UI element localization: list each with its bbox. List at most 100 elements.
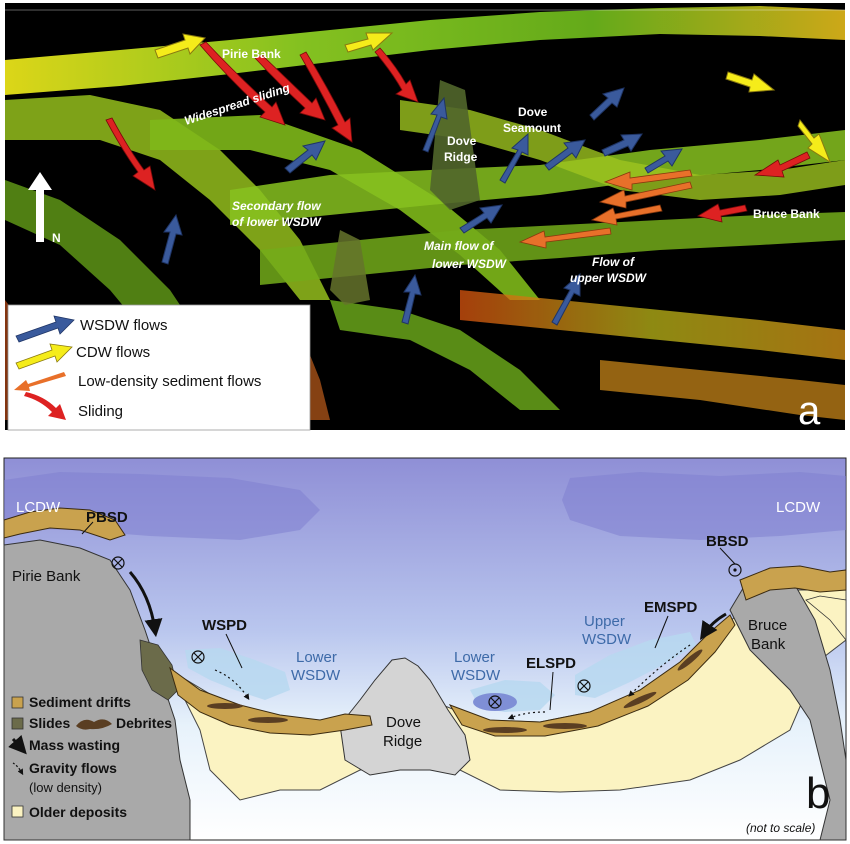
sliding-arrow	[374, 47, 419, 103]
sliding-arrow	[105, 117, 156, 191]
rock-dove-ridge	[339, 657, 471, 776]
label-elspd: ELSPD	[526, 655, 576, 672]
legend-older-deposits-swatch	[11, 805, 24, 818]
not-to-scale-label: (not to scale)	[746, 821, 815, 835]
legend-gravity-flows-icon	[12, 762, 24, 776]
wsdw-arrow	[589, 87, 625, 121]
legend-wsdw-icon	[15, 315, 75, 343]
legend-mass-wasting-label: Mass wasting	[29, 737, 120, 753]
debrite	[207, 703, 243, 709]
legend-slides-label: Slides	[29, 715, 70, 731]
panel-b-letter: b	[806, 769, 830, 818]
label-bruce-bank-b-2: Bank	[751, 636, 786, 653]
lowdensity-arrow	[603, 169, 693, 191]
legend-gravity-flows-sub: (low density)	[29, 780, 102, 795]
lowdensity-arrow	[598, 181, 693, 209]
drift-bbsd	[739, 565, 847, 601]
debrite	[483, 727, 527, 733]
label-emspd: EMSPD	[644, 599, 698, 616]
lowdensity-arrows	[518, 169, 693, 249]
legend-older-deposits-label: Older deposits	[29, 804, 127, 820]
drift-wspd	[169, 666, 373, 736]
sliding-arrow	[299, 51, 353, 143]
panel-b-labels: LCDW LCDW PBSD Pirie Bank WSPD Lower WSD…	[12, 499, 821, 750]
leader-pbsd	[81, 521, 94, 535]
label-flow-upper-2: upper WSDW	[570, 271, 648, 285]
cdw-arrows	[154, 32, 832, 164]
drift-pbsd	[3, 507, 126, 541]
mass-wasting-arrow-right	[700, 612, 727, 640]
label-lower-wsdw-left-2: WSDW	[291, 667, 341, 684]
debrite	[543, 723, 587, 729]
label-lcdw-left: LCDW	[16, 499, 61, 516]
flow-symbol	[191, 650, 205, 664]
legend-lowdensity-icon	[14, 372, 66, 391]
leader-wspd	[225, 633, 243, 669]
slide-left	[139, 639, 179, 701]
flow-symbol	[111, 556, 125, 570]
label-pirie-bank-a: Pirie Bank	[222, 47, 281, 61]
label-wspd: WSPD	[202, 617, 247, 634]
label-flow-upper-1: Flow of	[592, 255, 635, 269]
debrites	[207, 649, 703, 733]
label-dove-ridge-b-1: Dove	[386, 714, 421, 731]
sliding-arrow	[696, 203, 748, 223]
debrite	[623, 691, 657, 709]
legend-debrites-icon	[76, 719, 112, 730]
flow-symbol	[488, 695, 502, 709]
legend-mass-wasting-icon	[8, 734, 27, 755]
legend-gravity-flows-label: Gravity flows	[29, 760, 117, 776]
panel-a-letter: a	[798, 389, 821, 433]
label-dove-ridge-a-2: Ridge	[444, 150, 478, 164]
label-upper-wsdw-1: Upper	[584, 613, 625, 630]
label-dove-ridge-b-2: Ridge	[383, 733, 422, 750]
drift-elspd	[448, 614, 736, 737]
label-bruce-bank-a: Bruce Bank	[753, 207, 820, 221]
north-arrow: N	[28, 172, 61, 245]
debrite	[677, 649, 703, 671]
legend-sediment-drifts-label: Sediment drifts	[29, 694, 131, 710]
label-dove-ridge-a-1: Dove	[447, 134, 477, 148]
cdw-arrow	[344, 32, 394, 53]
flow-into-page-symbols	[111, 556, 591, 709]
lcdw-cloud-right	[562, 472, 846, 540]
sliding-arrows	[105, 41, 811, 223]
legend-sediment-drifts-swatch	[11, 696, 24, 709]
wsdw-arrow	[422, 96, 448, 153]
sliding-arrow	[254, 54, 326, 121]
panel-a: N Pirie Bank Widespread sliding Dove Rid…	[5, 3, 845, 433]
legend-lowdensity-label: Low-density sediment flows	[78, 373, 261, 390]
wsdw-arrow	[544, 139, 586, 171]
leader-emspd	[654, 615, 669, 649]
legend-b: Sediment drifts Slides Debrites Mass was…	[8, 694, 172, 820]
panel-b: LCDW LCDW PBSD Pirie Bank WSPD Lower WSD…	[3, 457, 847, 841]
wsdw-arrow	[499, 132, 529, 184]
legend-sliding-icon	[24, 392, 66, 420]
legend-slides-swatch	[11, 717, 24, 730]
legend-wsdw-label: WSDW flows	[80, 317, 168, 334]
wsdw-arrow	[644, 148, 683, 174]
mass-wasting-arrow-left	[128, 571, 163, 638]
wsdw-arrows	[161, 87, 683, 326]
leader-bbsd	[719, 547, 736, 565]
label-secondary-flow-2: of lower WSDW	[232, 215, 322, 229]
cdw-arrow	[154, 33, 206, 59]
lowdensity-arrow	[518, 227, 612, 249]
rock-bruce-bank-inner	[805, 595, 847, 642]
label-bbsd: BBSD	[706, 533, 749, 550]
sliding-arrow	[199, 41, 286, 126]
wsdw-arrow	[401, 273, 422, 325]
label-lower-wsdw-right-1: Lower	[454, 649, 495, 666]
label-secondary-flow-1: Secondary flow	[232, 199, 321, 213]
wsdw-arrow	[161, 213, 183, 265]
label-lower-wsdw-left-1: Lower	[296, 649, 337, 666]
gravity-flow-left	[214, 669, 250, 701]
wsdw-arrow	[459, 204, 503, 234]
cdw-arrow	[725, 71, 776, 93]
north-label: N	[52, 231, 61, 245]
debrite	[248, 717, 288, 723]
leader-lines	[81, 521, 736, 711]
label-lower-wsdw-right-2: WSDW	[451, 667, 501, 684]
